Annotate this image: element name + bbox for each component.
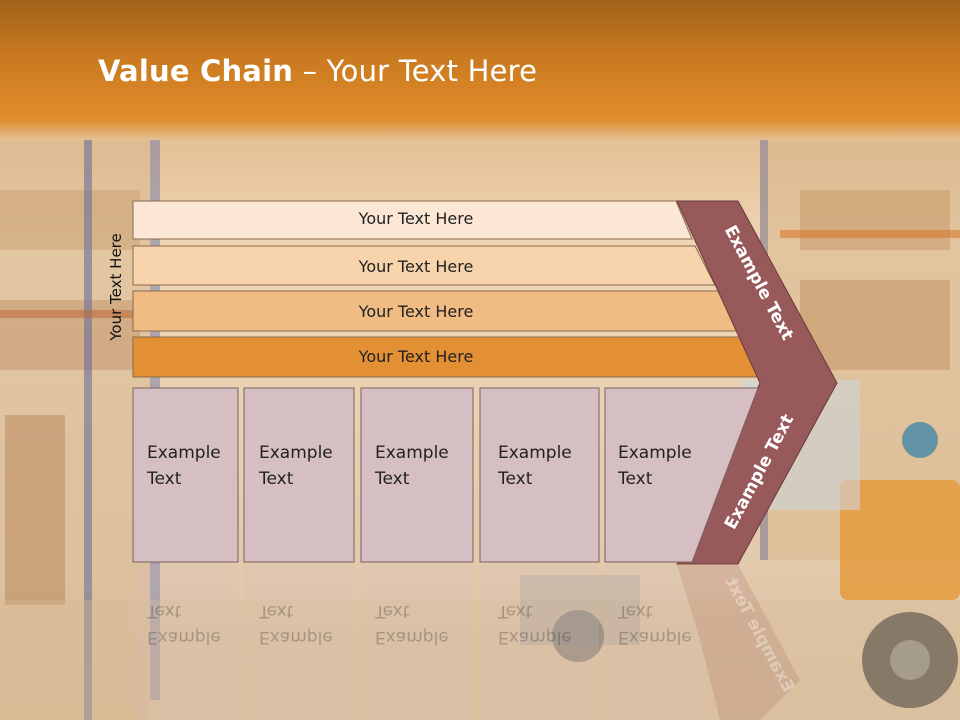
activity-box-1[interactable] [132, 387, 239, 563]
band-label-3: Your Text Here [358, 302, 474, 321]
activity-box-4[interactable] [479, 387, 600, 563]
title-bar [0, 0, 960, 140]
chevron-arrow[interactable] [676, 200, 838, 565]
activity-box-3[interactable] [360, 387, 474, 563]
band-1[interactable] [132, 200, 693, 240]
title-rest: – Your Text Here [293, 54, 538, 88]
boxes-reflection [133, 565, 800, 720]
band-label-1: Your Text Here [358, 209, 474, 228]
activity-box-5[interactable] [604, 387, 759, 563]
slide-title: Value Chain – Your Text Here [98, 54, 537, 88]
activity-box-2[interactable] [243, 387, 355, 563]
title-bold: Value Chain [98, 54, 294, 88]
band-label-2: Your Text Here [358, 257, 474, 276]
band-label-4: Your Text Here [358, 347, 474, 366]
